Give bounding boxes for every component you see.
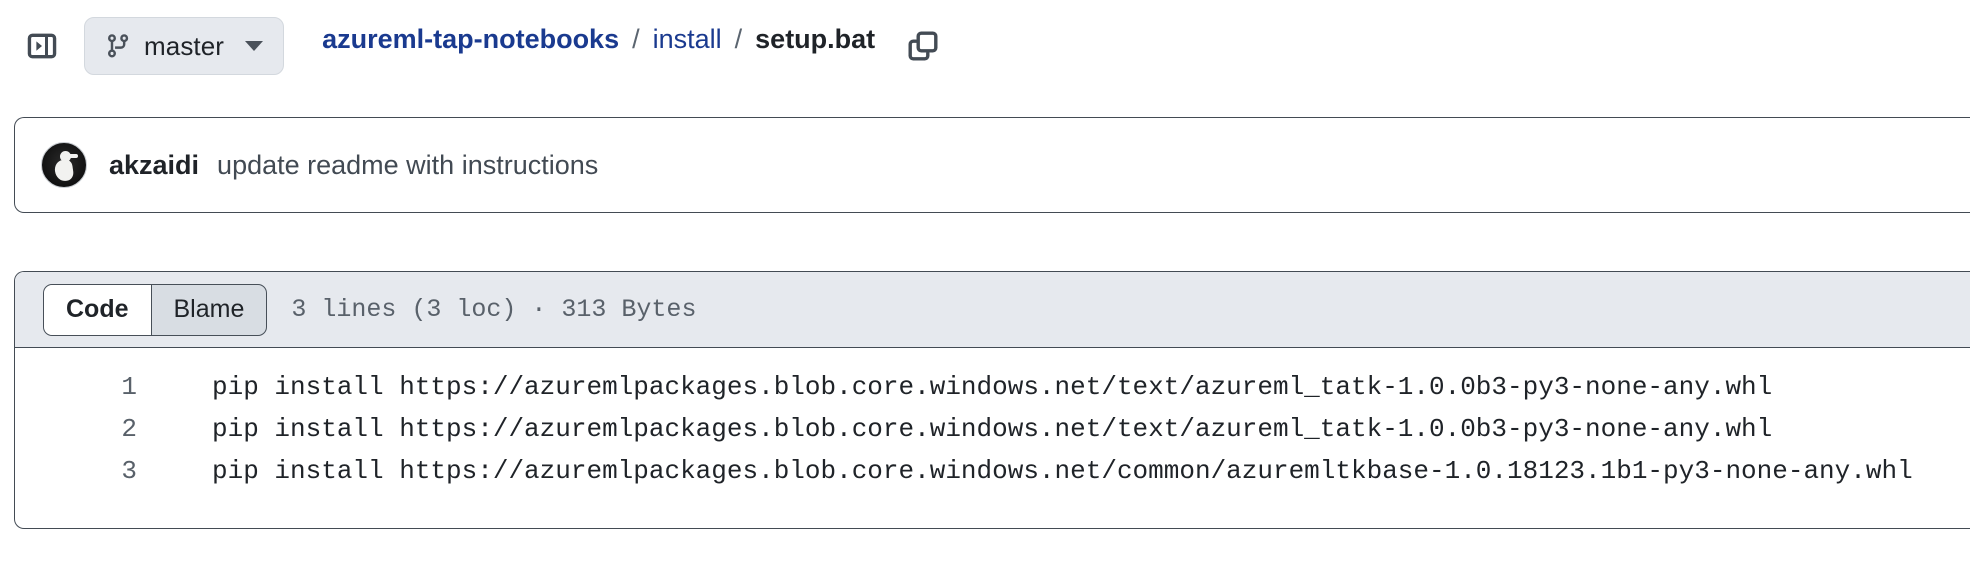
breadcrumb-folder-link[interactable]: install: [652, 24, 722, 54]
line-text: pip install https://azuremlpackages.blob…: [212, 372, 1773, 402]
code-line: 1 pip install https://azuremlpackages.bl…: [15, 366, 1970, 408]
file-content-card: Code Blame 3 lines (3 loc) · 313 Bytes 1…: [14, 271, 1970, 529]
code-line: 2 pip install https://azuremlpackages.bl…: [15, 408, 1970, 450]
branch-name-label: master: [144, 30, 225, 61]
code-line: 3 pip install https://azuremlpackages.bl…: [15, 450, 1970, 492]
breadcrumb-separator-2: /: [734, 24, 743, 54]
avatar[interactable]: [41, 142, 87, 188]
chevron-down-icon: [245, 41, 264, 51]
avatar-image: [53, 158, 75, 183]
avatar-image-detail: [60, 151, 71, 162]
commit-message-link[interactable]: update readme with instructions: [217, 149, 599, 180]
line-number[interactable]: 2: [121, 414, 137, 444]
latest-commit-card: akzaidi update readme with instructions: [14, 117, 1970, 213]
avatar-image-detail-2: [69, 154, 78, 158]
commit-author-link[interactable]: akzaidi: [109, 149, 200, 180]
file-meta-label: 3 lines (3 loc) · 313 Bytes: [291, 295, 697, 324]
breadcrumb-separator-1: /: [632, 24, 640, 54]
file-header-bar: master azureml-tap-notebooks / install /…: [0, 0, 1970, 92]
line-number[interactable]: 3: [121, 456, 137, 486]
code-content: 1 pip install https://azuremlpackages.bl…: [15, 348, 1970, 492]
breadcrumb: azureml-tap-notebooks / install / setup.…: [322, 24, 945, 68]
git-branch-icon: [105, 33, 131, 59]
code-blame-toggle: Code Blame: [43, 283, 268, 336]
tab-blame[interactable]: Blame: [152, 285, 267, 335]
copy-icon[interactable]: [901, 24, 945, 68]
sidebar-expand-icon[interactable]: [22, 26, 62, 66]
line-text: pip install https://azuremlpackages.blob…: [212, 414, 1773, 444]
breadcrumb-current-file: setup.bat: [755, 24, 876, 54]
breadcrumb-repo-link[interactable]: azureml-tap-notebooks: [322, 24, 620, 54]
line-text: pip install https://azuremlpackages.blob…: [212, 456, 1913, 486]
file-toolbar: Code Blame 3 lines (3 loc) · 313 Bytes: [15, 272, 1970, 348]
tab-code[interactable]: Code: [44, 284, 152, 335]
branch-selector-button[interactable]: master: [84, 17, 285, 75]
line-number[interactable]: 1: [121, 372, 137, 402]
